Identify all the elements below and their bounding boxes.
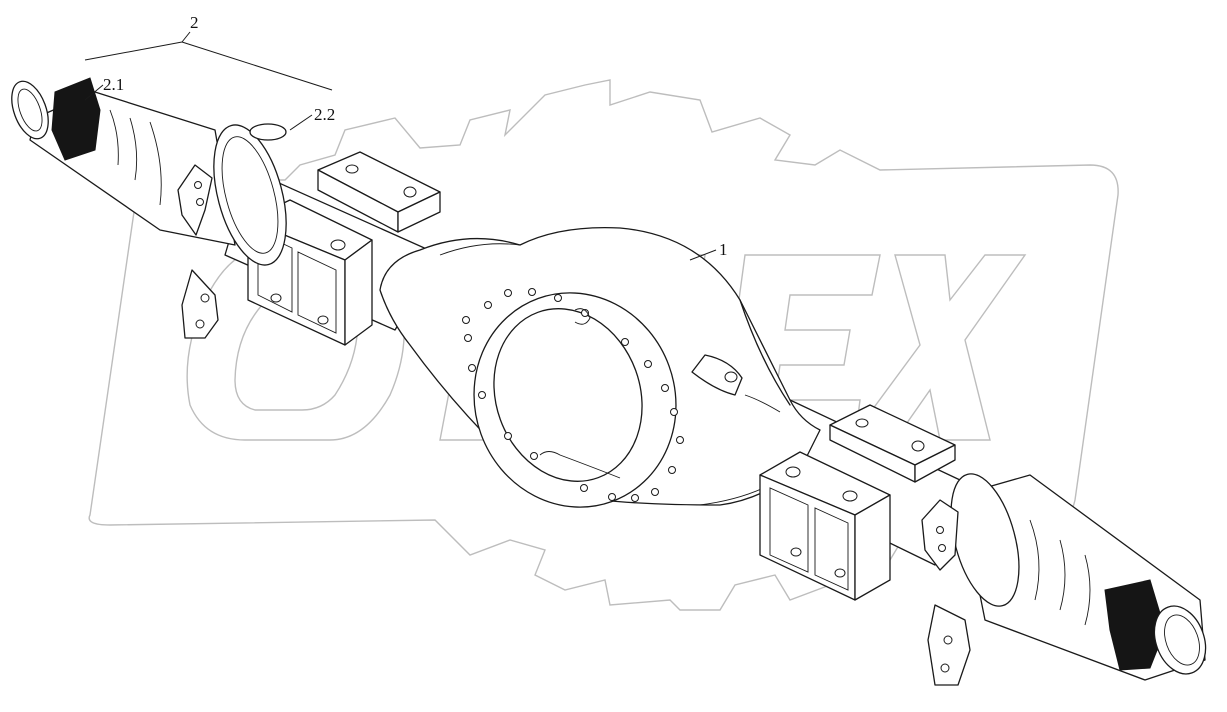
callout-1: 1	[689, 240, 728, 261]
callout-2-2-label: 2.2	[314, 105, 335, 124]
flange-bolt-holes	[462, 288, 684, 502]
callout-2-1: 2.1	[84, 75, 124, 101]
callout-2-label: 2	[190, 13, 199, 32]
left-spindle-thread	[51, 77, 101, 161]
left-brake-anchor	[177, 164, 213, 236]
right-spring-seat	[759, 451, 891, 601]
left-hub-flange	[213, 124, 287, 266]
callout-1-label: 1	[719, 240, 728, 259]
right-upper-spring-pad	[829, 404, 956, 483]
left-steering-arm	[181, 269, 219, 339]
callout-2-2: 2.2	[289, 105, 335, 131]
right-steering-arm	[927, 604, 971, 686]
left-spindle	[11, 77, 287, 339]
right-spindle	[921, 473, 1207, 686]
callout-2: 2	[84, 13, 333, 91]
right-spindle-thread	[1104, 579, 1166, 671]
left-upper-spring-pad	[317, 151, 441, 233]
watermark-gear-outline	[88, 79, 1119, 611]
callout-2-1-label: 2.1	[103, 75, 124, 94]
breather-boss	[691, 354, 743, 396]
banjo-opening	[493, 308, 643, 482]
